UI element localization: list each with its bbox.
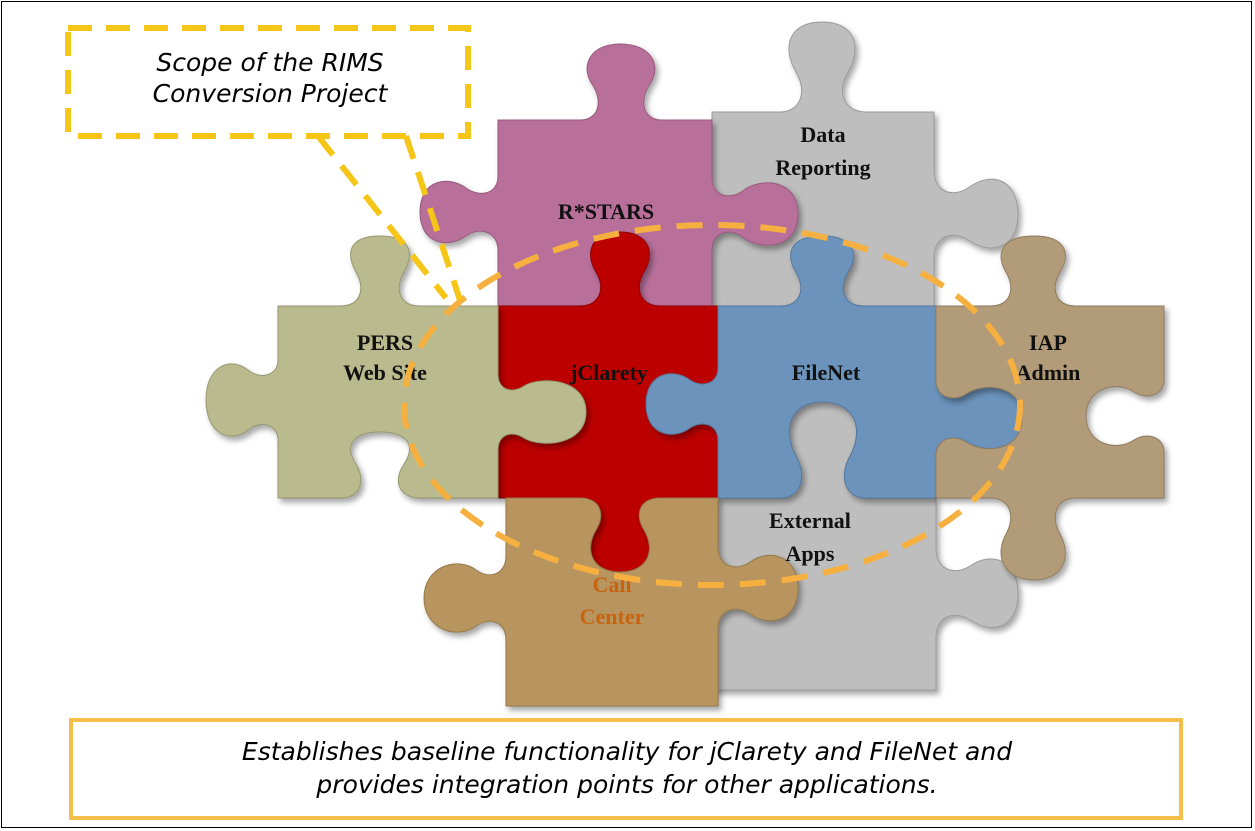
scope-callout-text: Scope of the RIMS Conversion Project [70,47,470,109]
label-pers-line1: PERS [357,330,413,355]
label-data-reporting-line1: Data [800,122,845,147]
scope-callout-pointer-right [403,135,463,301]
scope-callout-box [65,25,471,139]
label-data-reporting-line2: Reporting [775,155,870,180]
footer-caption-text: Establishes baseline functionality for j… [75,735,1179,801]
label-external-apps-line2: Apps [786,541,835,566]
puzzle-piece-pers-web-site [205,235,587,499]
scope-callout-line2: Conversion Project [152,79,388,108]
label-filenet: FileNet [792,360,861,385]
puzzle-piece-filenet [645,235,1023,499]
footer-caption-box [69,718,1183,820]
label-iap-admin-line1: IAP [1029,330,1067,355]
scope-ellipse [401,222,1023,588]
label-external-apps-line1: External [769,508,851,533]
footer-caption-line1: Establishes baseline functionality for j… [241,737,1013,766]
puzzle-piece-call-center [423,497,799,707]
label-rstars: R*STARS [558,199,654,224]
label-iap-admin-line2: Admin [1016,360,1081,385]
label-call-center-line2: Center [580,604,645,629]
scope-callout-line1: Scope of the RIMS [156,48,384,77]
puzzle-piece-iap-admin [935,235,1165,581]
scope-callout-pointer-left [315,134,449,300]
label-jclarety: jClarety [569,360,648,385]
footer-caption-line2: provides integration points for other ap… [316,770,938,799]
